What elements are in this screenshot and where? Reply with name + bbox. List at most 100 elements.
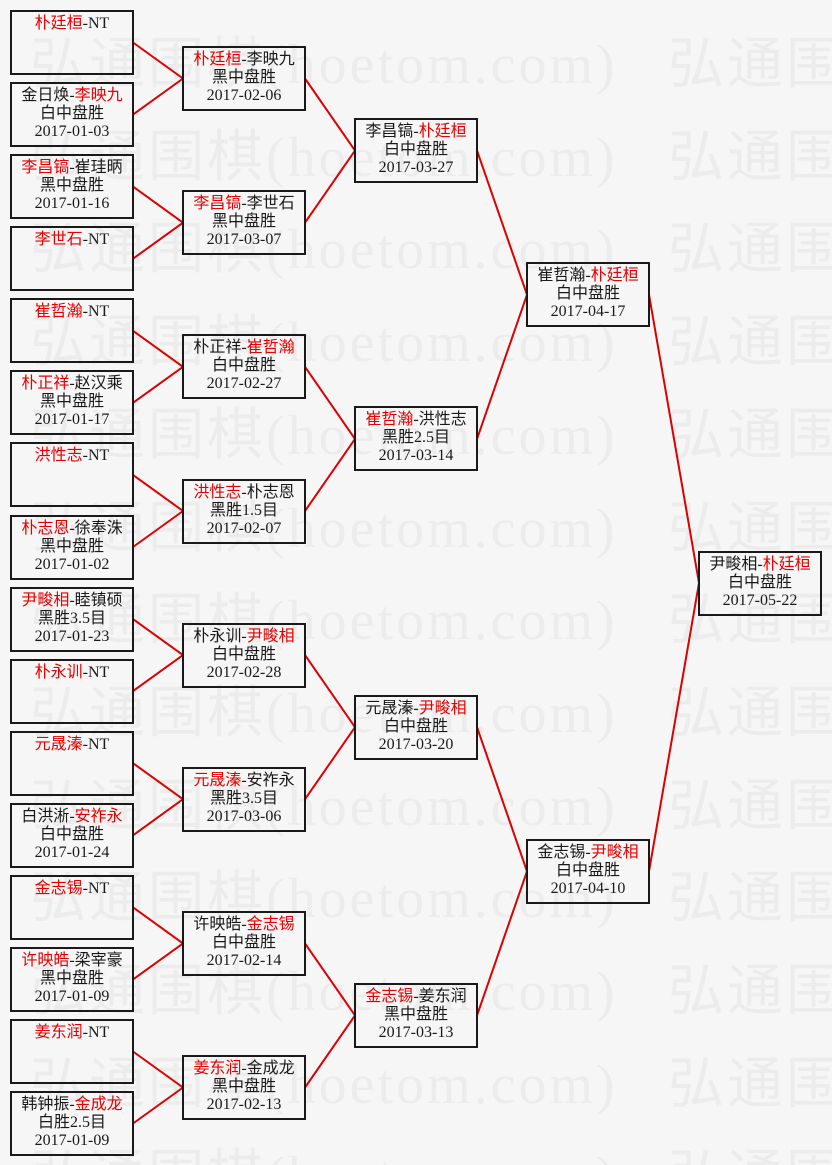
watermark-text: 弘通围棋(hoetom.com) [668, 775, 832, 838]
watermark-text: 弘通围棋(hoetom.com) [30, 497, 618, 560]
watermark-text: 弘通围棋(hoetom.com) [668, 497, 832, 560]
watermark-text: 弘通围棋(hoetom.com) [668, 312, 832, 375]
connector-line [304, 726, 356, 800]
player-name-right: 安祚永 [74, 807, 123, 825]
player-name-right: 李映九 [74, 87, 123, 105]
player-name-right: 尹畯相 [246, 627, 295, 645]
connector-line [132, 365, 184, 404]
match-result: 黑胜1.5目 [209, 501, 278, 519]
match-players: 朴永训-尹畯相 [184, 628, 304, 646]
match-box-round-1-11: 元晟溱-NT [10, 730, 134, 796]
players-separator: - [413, 123, 419, 141]
player-name-left: 李世石 [34, 231, 83, 249]
watermark-text: 弘通围棋(hoetom.com) [668, 126, 832, 189]
connector-line [304, 942, 356, 1016]
connector-line [476, 150, 528, 296]
match-date: 2017-03-07 [206, 231, 282, 249]
player-name-left: 元晟溱 [193, 771, 242, 789]
match-players: 李昌镐-朴廷桓 [356, 123, 476, 141]
player-name-left: 崔哲瀚 [537, 267, 586, 285]
match-result: 白中盘胜 [555, 285, 620, 303]
players-separator: - [69, 159, 75, 177]
player-name-right: 朴廷桓 [762, 555, 811, 573]
watermark-text: 弘通围棋(hoetom.com) [668, 1053, 832, 1116]
players-separator: - [69, 951, 75, 969]
match-result: 白中盘胜 [727, 573, 792, 591]
match-result: 黑胜3.5目 [209, 789, 278, 807]
connector-line [304, 77, 356, 152]
player-name-left: 朴正祥 [21, 375, 70, 393]
match-players: 朴廷桓-NT [12, 15, 132, 33]
player-name-left: 李昌镐 [21, 159, 70, 177]
player-name-left: 李昌镐 [365, 123, 414, 141]
connector-line [132, 1050, 184, 1089]
match-players: 洪性志-朴志恩 [184, 484, 304, 502]
watermark-text: 弘通围棋(hoetom.com) [30, 1146, 618, 1165]
player-name-right: 徐奉洙 [74, 519, 123, 537]
match-box-round-1-5: 崔哲瀚-NT [10, 298, 134, 364]
player-name-left: 朴廷桓 [34, 15, 83, 32]
match-result: 黑中盘胜 [39, 969, 104, 987]
player-name-right: 安祚永 [246, 771, 295, 789]
player-name-left: 朴永训 [34, 663, 83, 681]
watermark-text: 弘通围棋(hoetom.com) [30, 34, 618, 96]
match-result: 白中盘胜 [211, 645, 276, 663]
match-players: 朴廷桓-李映九 [184, 51, 304, 69]
match-date: 2017-02-07 [206, 519, 282, 537]
players-separator: - [413, 987, 419, 1005]
match-players: 李昌镐-崔珪昞 [12, 159, 132, 177]
connector-line [648, 294, 700, 584]
connector-line [304, 654, 356, 728]
player-name-right: 金成龙 [74, 1096, 123, 1113]
match-players: 崔哲瀚-朴廷桓 [528, 267, 648, 285]
player-name-right: 朴廷桓 [590, 267, 639, 285]
connector-line [132, 329, 184, 368]
connector-line [132, 1086, 184, 1125]
players-separator: - [69, 375, 75, 393]
match-players: 金志锡-姜东润 [356, 988, 476, 1006]
match-result: 黑中盘胜 [211, 1078, 276, 1095]
connector-line [304, 150, 356, 224]
match-box-round-1-13: 金志锡-NT [10, 874, 134, 940]
player-name-right: 赵汉乘 [74, 375, 123, 393]
player-name-left: 朴正祥 [193, 339, 242, 357]
match-date: 2017-01-23 [34, 627, 110, 645]
player-name-right: 金志锡 [246, 915, 295, 933]
player-name-right: 崔珪昞 [74, 159, 123, 177]
players-separator: - [82, 303, 88, 321]
watermark-text: 弘通围棋(hoetom.com) [668, 682, 832, 745]
match-result: 黑中盘胜 [39, 393, 104, 411]
connector-line [476, 294, 528, 440]
match-date: 2017-03-14 [378, 447, 454, 465]
match-result: 白中盘胜 [555, 861, 620, 879]
player-name-right: 李映九 [246, 51, 295, 68]
connector-line [132, 41, 184, 80]
match-players: 金日焕-李映九 [12, 87, 132, 105]
players-separator: - [241, 195, 247, 213]
match-date: 2017-03-06 [206, 807, 282, 825]
players-separator: - [69, 519, 75, 537]
match-date: 2017-04-10 [550, 879, 626, 897]
player-name-right: NT [88, 1024, 110, 1041]
player-name-right: 洪性志 [418, 411, 467, 429]
match-result: 白中盘胜 [211, 357, 276, 375]
player-name-left: 金志锡 [537, 843, 586, 861]
player-name-left: 韩钟振 [21, 1096, 70, 1113]
connector-line [132, 906, 184, 945]
match-date: 2017-02-14 [206, 951, 282, 969]
match-date: 2017-01-03 [34, 123, 110, 141]
match-date: 2017-03-20 [378, 735, 454, 753]
watermark-text: 弘通围棋(hoetom.com) [668, 1146, 832, 1165]
players-separator: - [82, 1024, 88, 1041]
match-date: 2017-03-13 [378, 1023, 454, 1041]
match-result: 黑胜2.5目 [381, 429, 450, 447]
watermark-text: 弘通围棋(hoetom.com) [30, 682, 618, 745]
connector-line [476, 870, 528, 1016]
match-date: 2017-02-28 [206, 663, 282, 681]
